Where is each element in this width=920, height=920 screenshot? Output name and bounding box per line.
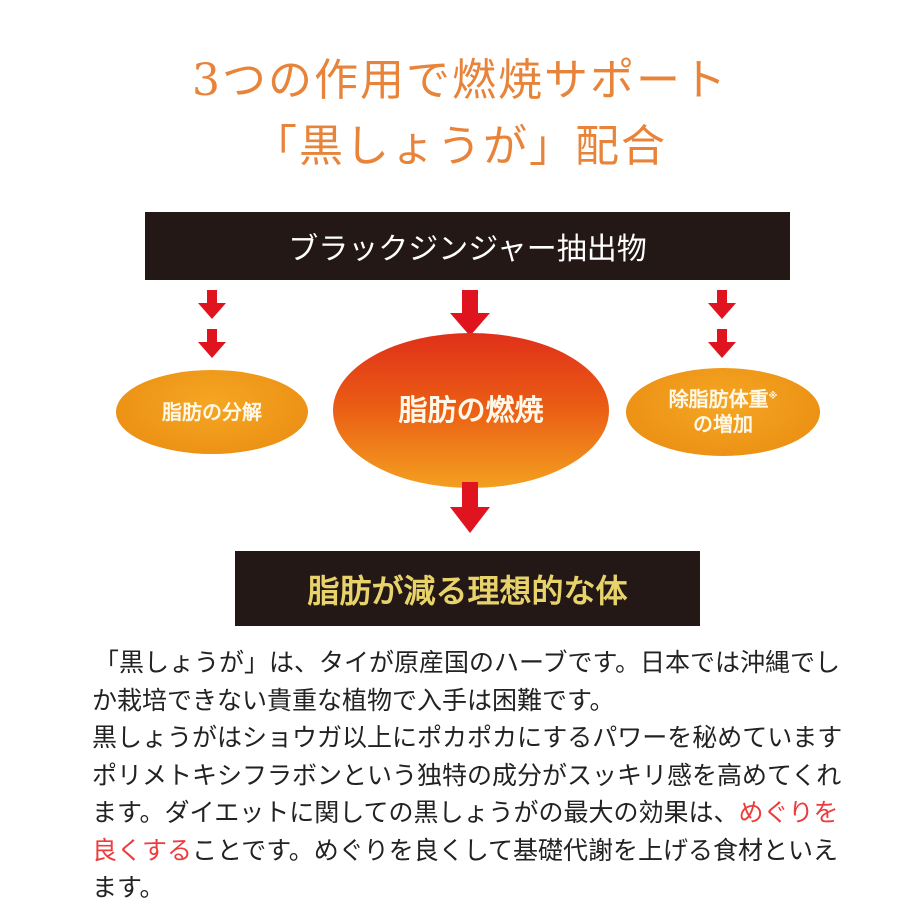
source-label: ブラックジンジャー抽出物 xyxy=(288,232,647,267)
effect-fat-burning: 脂肪の燃焼 xyxy=(333,333,609,488)
highlight-text: めぐりを xyxy=(738,798,839,827)
footnote-mark: ※ xyxy=(768,391,778,402)
title-line-1: 3つの作用で燃焼サポート xyxy=(192,55,728,106)
body-line: ポリメトキシフラボンという独特の成分がスッキリ感を高めてくれ xyxy=(92,760,842,790)
result-box: 脂肪が減る理想的な体 xyxy=(235,551,700,626)
effect-label-line1: 除脂肪体重 xyxy=(668,387,769,411)
effect-label: 脂肪の分解 xyxy=(162,399,262,424)
effect-label: 脂肪の燃焼 xyxy=(398,393,544,428)
body-line: 良くすることです。めぐりを良くして基礎代謝を上げる食材といえ xyxy=(92,832,842,870)
effect-lean-mass-increase: 除脂肪体重※ の増加 xyxy=(626,368,820,456)
body-line: 黒しょうがはショウガ以上にポカポカにするパワーを秘めています xyxy=(92,723,843,752)
highlight-text: 良くする xyxy=(92,835,193,865)
source-box: ブラックジンジャー抽出物 xyxy=(145,212,790,280)
body-text: 「黒しょうが」は、タイが原産国のハーブです。日本では沖縄でし か栽培できない貴重… xyxy=(92,644,842,907)
effect-label-line2: の増加 xyxy=(693,412,753,436)
body-line: か栽培できない貴重な植物で入手は困難です。 xyxy=(92,685,615,715)
body-text-segment: ことです。めぐりを良くして基礎代謝を上げる食材といえ xyxy=(192,835,839,865)
body-line: ます。 xyxy=(92,873,165,902)
title-line-2: 「黒しょうが」配合 xyxy=(253,121,667,172)
result-label: 脂肪が減る理想的な体 xyxy=(307,571,628,610)
body-line: ます。ダイエットに関しての黒しょうがの最大の効果は、めぐりを xyxy=(92,794,842,832)
effect-fat-breakdown: 脂肪の分解 xyxy=(116,370,308,454)
body-line: 「黒しょうが」は、タイが原産国のハーブです。日本では沖縄でし xyxy=(94,648,841,677)
body-text-segment: ます。ダイエットに関しての黒しょうがの最大の効果は、 xyxy=(92,798,739,827)
